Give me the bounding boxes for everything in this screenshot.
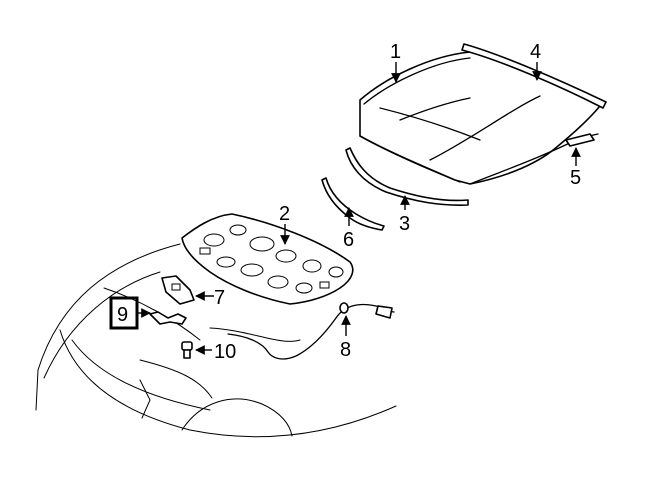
hood-release-cable [227, 302, 395, 360]
callout-6: 6 [343, 229, 354, 251]
callout-leaders [137, 62, 581, 355]
callout-labels: 1 4 5 3 6 2 7 8 9 10 [109, 41, 581, 363]
hood-seal-upper [461, 43, 607, 109]
vehicle-body-outline [35, 243, 397, 438]
callout-9: 9 [117, 304, 128, 326]
callout-2: 2 [279, 203, 290, 225]
hood-insulator-pad [181, 213, 354, 305]
hood-clip [565, 133, 595, 147]
hood-release-handle [149, 311, 187, 325]
weatherstrip-side [321, 177, 385, 231]
hood-bumper-stop [181, 341, 193, 359]
callout-3: 3 [399, 213, 410, 235]
weatherstrip-lower [345, 147, 469, 206]
callout-5: 5 [570, 167, 581, 189]
callout-1: 1 [390, 41, 401, 63]
callout-10: 10 [214, 341, 236, 363]
hood-latch-bracket [161, 275, 195, 305]
callout-8: 8 [340, 339, 351, 361]
callout-9-highlight-box [109, 296, 139, 330]
callout-7: 7 [214, 287, 225, 309]
hood-panel [359, 51, 601, 185]
callout-4: 4 [530, 41, 541, 63]
